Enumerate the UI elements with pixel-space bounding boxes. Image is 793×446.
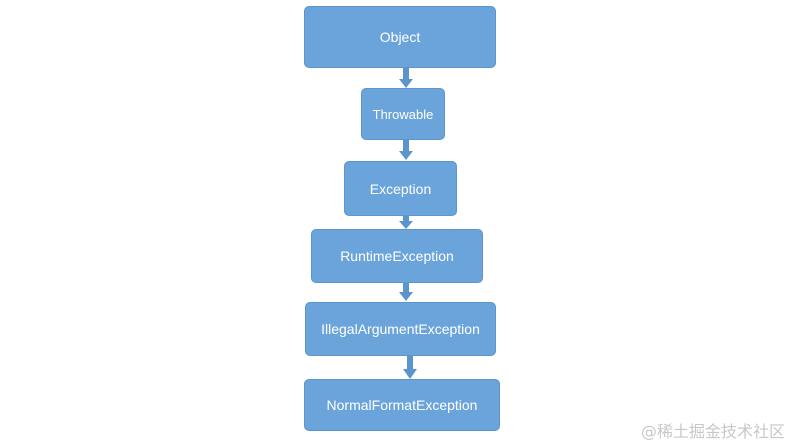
node-exception: Exception [344, 161, 457, 216]
arrow-throwable-exception [399, 140, 413, 160]
node-throwable: Throwable [361, 88, 445, 140]
node-normal-format-exception: NormalFormatException [304, 379, 500, 431]
node-object: Object [304, 6, 496, 68]
arrow-runtime-illegal-argument [399, 283, 413, 301]
arrow-illegal-argument-normal-format [403, 356, 417, 379]
node-illegal-argument-exception: IllegalArgumentException [305, 302, 496, 356]
node-runtime-exception: RuntimeException [311, 229, 483, 283]
arrow-object-throwable [399, 68, 413, 88]
arrow-exception-runtime-exception [399, 216, 413, 229]
watermark-text: @稀土掘金技术社区 [640, 422, 785, 441]
